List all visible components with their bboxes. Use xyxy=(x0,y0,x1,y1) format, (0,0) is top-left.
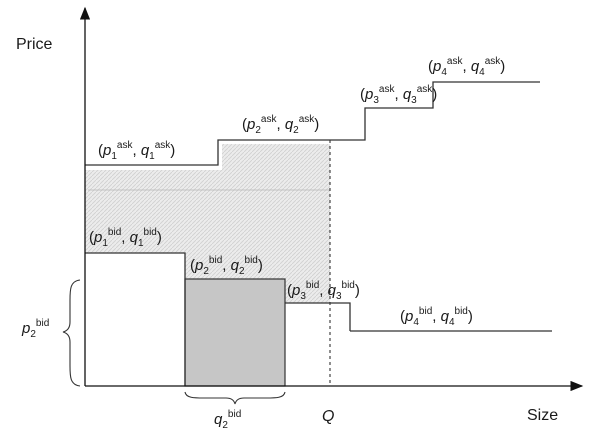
x-axis-label: Size xyxy=(527,407,558,424)
bid-level-2-box xyxy=(184,278,286,387)
size-brace xyxy=(184,391,286,405)
price-brace xyxy=(62,279,81,387)
bid-level-1-label: (p1bid, q1bid) xyxy=(89,227,162,249)
ask-level-2-label: (p2ask, q2ask) xyxy=(242,114,319,136)
liquidity-gap-area xyxy=(85,144,330,303)
bid-level-1-box xyxy=(85,252,186,386)
q-marker-label: Q xyxy=(322,408,334,425)
y-axis-label: Price xyxy=(16,36,53,53)
price-brace-label: p2bid xyxy=(21,318,49,340)
ask-level-3-label: (p3ask, q3ask) xyxy=(360,84,437,106)
size-brace-label: q2bid xyxy=(214,409,241,431)
bid-level-3-label: (p3bid, q3bid) xyxy=(287,280,360,302)
bid-level-4-label: (p4bid, q4bid) xyxy=(400,306,473,328)
ask-curve xyxy=(85,81,540,166)
ask-level-4-label: (p4ask, q4ask) xyxy=(428,56,505,78)
bid-level-2-label: (p2bid, q2bid) xyxy=(190,255,263,277)
ask-level-1-label: (p1ask, q1ask) xyxy=(98,140,175,162)
bid-level-3-box xyxy=(285,302,351,331)
